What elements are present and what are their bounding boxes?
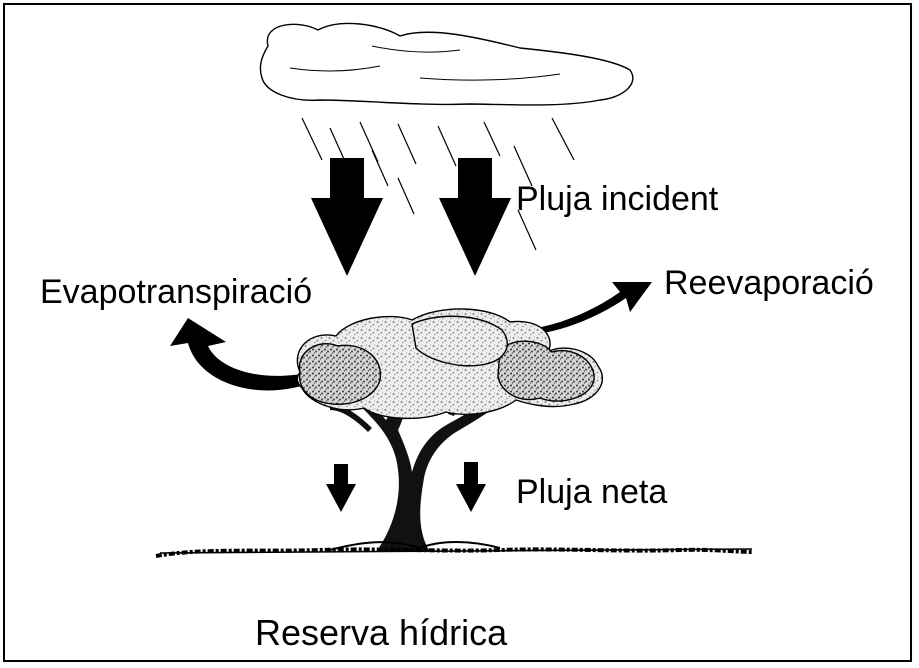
label-evapotranspiration: Evapotranspiració	[40, 275, 312, 309]
reevaporation-arrow	[536, 282, 652, 334]
cloud-icon	[260, 23, 632, 105]
label-reevaporation: Reevaporació	[664, 266, 874, 300]
label-net-rain: Pluja neta	[516, 475, 667, 509]
incident-rain-arrow-left	[311, 158, 383, 276]
ground-line	[156, 542, 752, 556]
net-rain-arrow-right	[456, 462, 486, 512]
label-rain-incident: Pluja incident	[516, 182, 718, 216]
incident-rain-arrow-right	[439, 158, 511, 276]
label-water-reserve: Reserva hídrica	[255, 615, 507, 651]
net-rain-arrow-left	[326, 464, 356, 512]
